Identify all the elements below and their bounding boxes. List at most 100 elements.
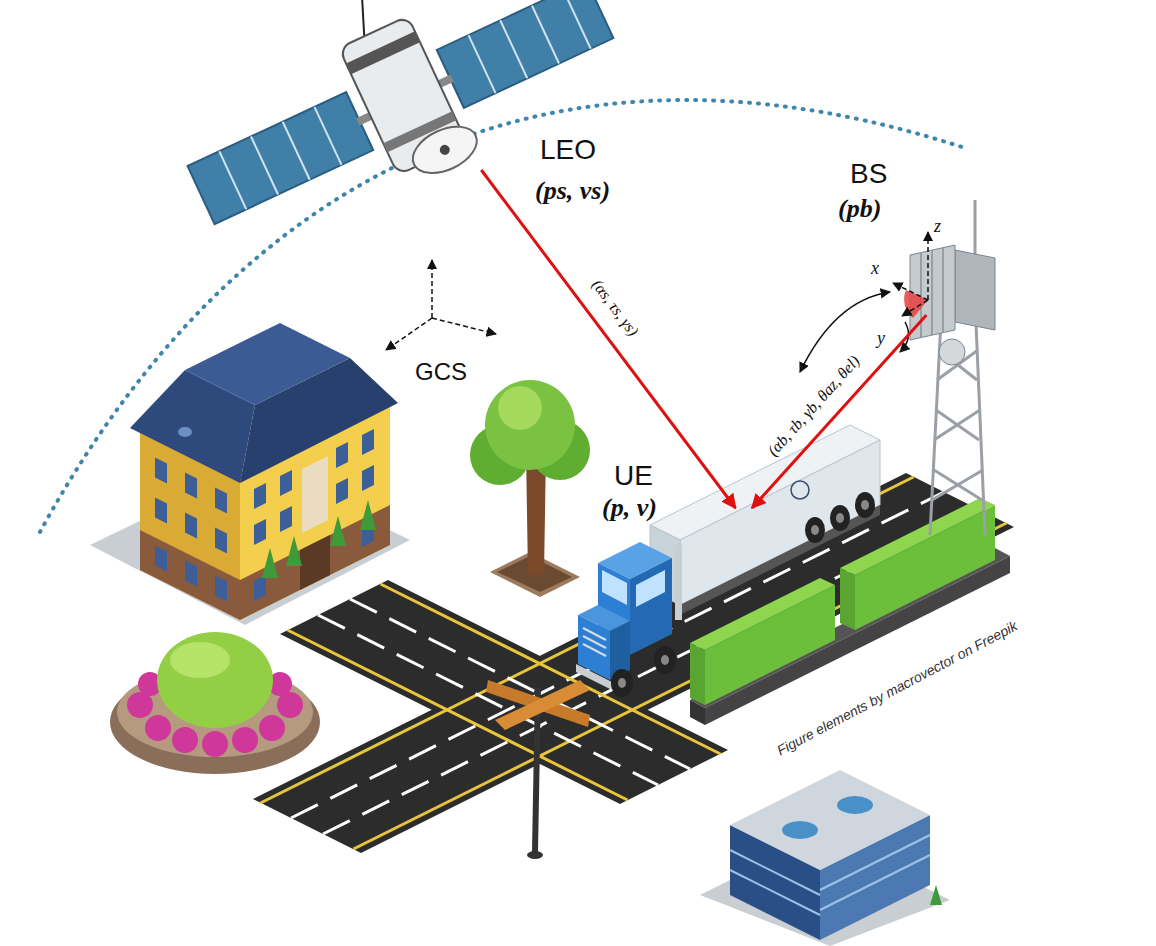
- tower-part: [921, 248, 943, 338]
- truck-part: [611, 669, 633, 697]
- truck-part: [811, 525, 819, 535]
- truck-part: [680, 505, 880, 615]
- flower-bed-part: [145, 715, 171, 741]
- yellow-building-part: [336, 478, 348, 504]
- yellow-building-part: [254, 483, 266, 509]
- satellite-part: [438, 143, 451, 156]
- roads-part: [253, 473, 1014, 853]
- truck-part: [583, 628, 606, 656]
- truck: [576, 425, 880, 697]
- satellite-part: [346, 31, 420, 74]
- gcs-axes-part: [432, 318, 496, 334]
- hedges-part: [690, 643, 705, 705]
- roads: [253, 473, 1014, 853]
- flower-bed: [110, 632, 320, 774]
- truck-part: [861, 500, 869, 510]
- satellite-part: [500, 20, 527, 78]
- yellow-building-part: [286, 536, 302, 566]
- axis-label: x: [871, 258, 879, 279]
- yellow-building-part: [254, 519, 266, 545]
- office-building-part: [730, 870, 820, 915]
- yellow-building-part: [185, 473, 197, 499]
- yellow-building-part: [300, 535, 330, 590]
- yellow-building-part: [155, 546, 167, 572]
- office-building: [700, 770, 950, 946]
- yellow-building-part: [185, 561, 197, 587]
- tower: [910, 200, 995, 535]
- office-building-part: [730, 770, 930, 870]
- truck-part: [654, 646, 676, 674]
- truck-part: [618, 678, 626, 688]
- yellow-building-part: [254, 575, 266, 601]
- roads-part: [288, 630, 628, 800]
- office-building-part: [820, 855, 930, 910]
- satellite: [140, 0, 635, 269]
- flower-bed-part: [202, 731, 228, 757]
- tower-part: [920, 253, 922, 338]
- truck-part: [630, 558, 672, 655]
- yellow-building-part: [155, 498, 167, 524]
- roads-part: [318, 615, 658, 785]
- truck-part: [805, 517, 825, 543]
- credit-note: Figure elements by macrovector on Freepi…: [774, 618, 1020, 759]
- node-title: UE: [614, 460, 653, 492]
- satellite-part: [532, 5, 559, 63]
- yellow-building-part: [330, 516, 346, 546]
- satellite-part: [564, 0, 591, 49]
- state-vector: (pb): [838, 194, 881, 224]
- yellow-building-part: [155, 458, 227, 602]
- truck-part: [855, 492, 875, 518]
- truck-part: [830, 505, 850, 531]
- yellow-building-part: [185, 323, 350, 405]
- office-building-part: [930, 885, 942, 905]
- tower-part: [934, 410, 980, 440]
- yellow-building-part: [262, 548, 278, 578]
- satellite-part: [219, 151, 246, 209]
- satellite-part: [314, 107, 341, 165]
- center-tree: [470, 380, 590, 597]
- edge-label: (αs, τs, γs): [588, 276, 642, 340]
- center-tree-part: [498, 386, 542, 430]
- satellite-part: [406, 117, 485, 182]
- truck-part: [583, 644, 606, 656]
- truck-part: [675, 545, 682, 620]
- node-title: BS: [850, 158, 887, 190]
- truck-part: [836, 513, 844, 523]
- satellite-part: [339, 16, 467, 175]
- yellow-building-part: [362, 465, 374, 491]
- axis-label: z: [934, 216, 941, 237]
- yellow-building: [90, 323, 410, 625]
- tower-part: [942, 248, 944, 333]
- signpost-part: [527, 851, 543, 859]
- gcs-axes-part: [431, 260, 433, 318]
- yellow-building-part: [336, 442, 348, 468]
- yellow-building-part: [362, 429, 374, 455]
- office-building-part: [837, 796, 873, 814]
- axis-label: y: [877, 328, 885, 349]
- tower-part: [939, 339, 965, 365]
- base-station-node: BS(pb): [924, 285, 956, 315]
- flower-bed-part: [232, 727, 258, 753]
- bs-axes-part: [927, 232, 929, 300]
- tower-part: [974, 200, 977, 260]
- satellite-part: [251, 137, 278, 195]
- flower-bed-part: [259, 715, 285, 741]
- yellow-building-part: [178, 427, 192, 437]
- tower-part: [931, 250, 933, 335]
- user-equipment-node: UE(p, v): [728, 508, 758, 528]
- tower-part: [932, 470, 983, 500]
- frame-label: GCS: [415, 358, 467, 386]
- yellow-building-part: [185, 513, 197, 539]
- signal-path: [752, 315, 926, 508]
- truck-part: [636, 570, 665, 607]
- office-building-part: [782, 821, 818, 839]
- satellite-part: [283, 122, 310, 180]
- yellow-building-part: [280, 506, 292, 532]
- tower-part: [934, 470, 982, 500]
- signpost-part: [495, 680, 590, 730]
- yellow-building-part: [302, 456, 328, 533]
- bs-axes: [800, 232, 928, 372]
- yellow-building-part: [360, 500, 376, 530]
